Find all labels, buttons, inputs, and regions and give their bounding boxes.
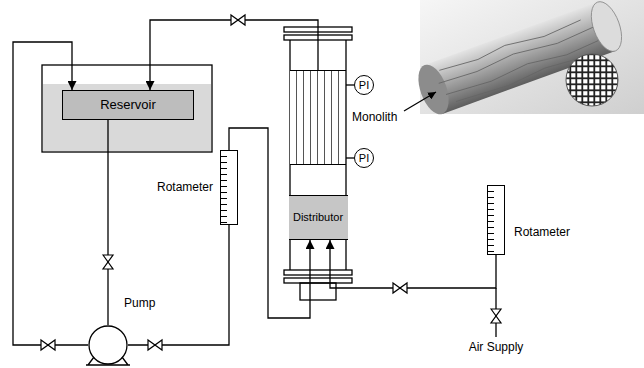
pressure-indicator: PI xyxy=(354,148,374,168)
pipe xyxy=(128,225,229,345)
valve-symbol xyxy=(393,283,407,293)
node-label: Distributor xyxy=(293,211,343,224)
node-label: Monolith xyxy=(352,111,397,125)
valve-symbol xyxy=(231,15,245,25)
pressure-indicator: PI xyxy=(354,75,374,95)
reservoir-box: Reservoir xyxy=(62,90,194,120)
pipe-label: Air Supply xyxy=(469,340,524,354)
pipe xyxy=(346,157,354,158)
node-label: PI xyxy=(359,79,369,92)
valve-symbol xyxy=(491,309,501,323)
tank-liquid xyxy=(43,84,211,151)
monolith-photo xyxy=(412,0,644,118)
pipe xyxy=(330,240,496,288)
node-label: Rotameter xyxy=(157,181,213,195)
reservoir-tank xyxy=(42,65,212,152)
valve-symbol xyxy=(41,340,55,350)
rotameter: Rotameter xyxy=(487,185,505,255)
node-label: Reservoir xyxy=(100,98,156,113)
monolith: Monolith xyxy=(290,70,346,165)
rotameter: Rotameter xyxy=(220,150,238,225)
pipe xyxy=(107,120,108,325)
valve-symbol xyxy=(148,340,162,350)
pump-symbol xyxy=(88,325,128,365)
pipe xyxy=(13,42,88,345)
node-label: Rotameter xyxy=(514,226,570,240)
node-label: PI xyxy=(359,152,369,165)
pipe xyxy=(346,84,354,85)
distributor: Distributor xyxy=(289,195,348,240)
valve-symbol xyxy=(103,255,113,269)
leader-arrow xyxy=(404,92,436,111)
node-label: Pump xyxy=(124,297,155,311)
pump: Pump xyxy=(88,325,128,365)
